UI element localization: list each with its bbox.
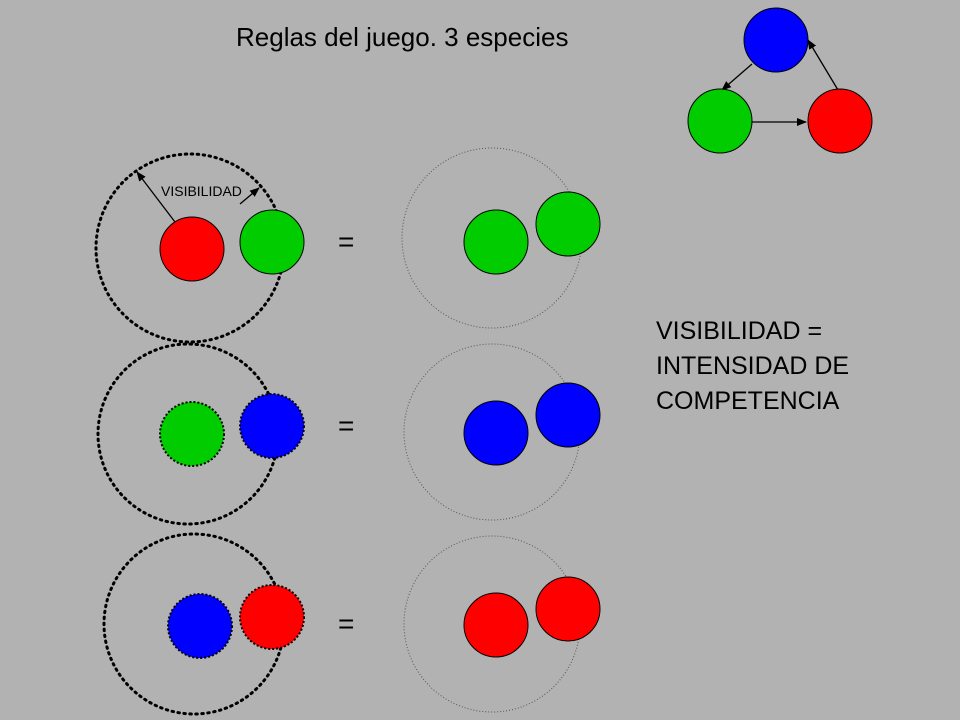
species-blue-result-b	[535, 382, 601, 448]
equals-sign-row-1: =	[338, 226, 355, 257]
species-blue-observer	[167, 593, 233, 659]
definition-line-1: VISIBILIDAD =	[656, 317, 823, 345]
visibility-label: VISIBILIDAD	[161, 183, 242, 199]
species-green-neighbor	[239, 209, 305, 275]
species-green-result-a	[463, 209, 529, 275]
definition-text: VISIBILIDAD = INTENSIDAD DE COMPETENCIA	[656, 314, 849, 419]
species-red-result-a	[463, 592, 529, 658]
species-red-result-b	[535, 576, 601, 642]
page-title: Reglas del juego. 3 especies	[236, 22, 569, 52]
visibility-arrow	[136, 171, 176, 223]
species-red-neighbor	[239, 584, 305, 650]
cycle-node-red	[807, 88, 873, 154]
equals-sign-row-2: =	[338, 410, 355, 441]
definition-line-3: COMPETENCIA	[656, 387, 840, 415]
species-green-result-b	[535, 191, 601, 257]
definition-line-2: INTENSIDAD DE	[656, 352, 850, 380]
cycle-node-green	[687, 88, 753, 154]
species-blue-neighbor	[239, 393, 305, 459]
cycle-arrow-blue-to-green	[721, 63, 753, 91]
species-cycle	[687, 7, 873, 154]
rule-row-2	[96, 342, 601, 526]
rule-row-3	[102, 532, 601, 716]
equals-sign-row-3: =	[338, 608, 355, 639]
cycle-arrow-red-to-blue	[807, 39, 839, 91]
species-red-observer	[159, 216, 225, 282]
species-green-observer	[159, 401, 225, 467]
visibility-arrow-right	[239, 187, 260, 205]
cycle-node-blue	[743, 7, 809, 73]
species-blue-result-a	[463, 400, 529, 466]
rule-row-1	[94, 147, 601, 344]
